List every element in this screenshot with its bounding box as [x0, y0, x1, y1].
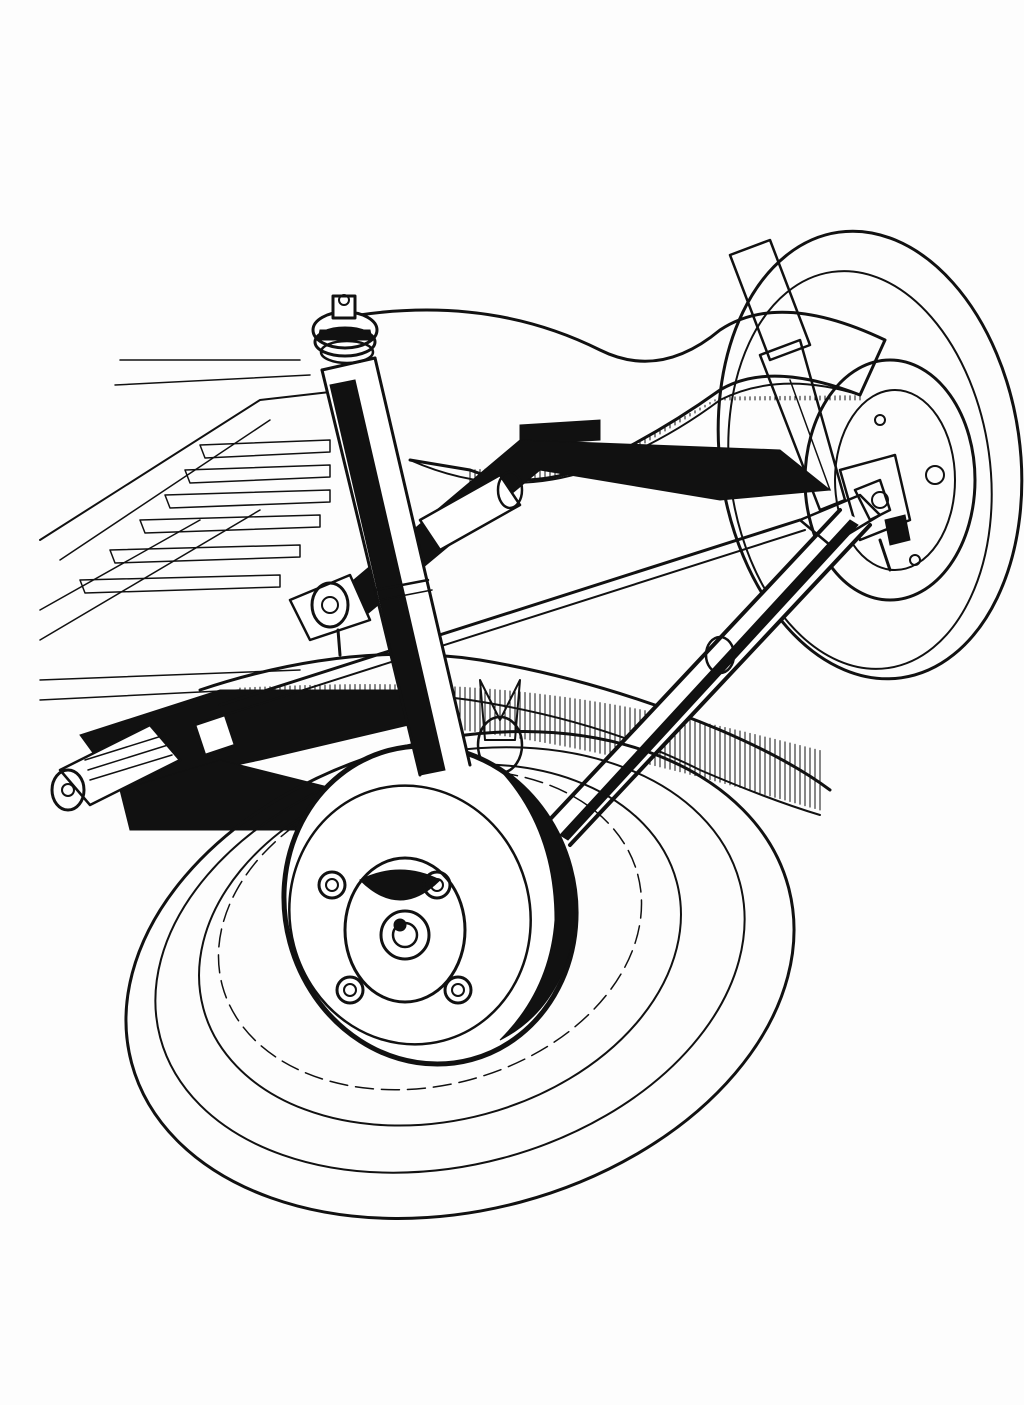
coil-spring-top-mount: [311, 294, 379, 365]
axle-spline-shaft: [50, 713, 237, 812]
wheel-hub: [343, 856, 467, 1004]
wheel-nut: [422, 870, 452, 900]
trailing-arm: [538, 478, 892, 847]
radius-rod: [218, 518, 806, 716]
floor-pan: [39, 359, 331, 701]
wheel-nuts: [317, 870, 473, 1005]
wheel-nut: [443, 975, 473, 1005]
axle-pivot-cylinder: [288, 470, 524, 657]
brake-backing-plate: [838, 453, 912, 572]
brake-drum: [281, 743, 579, 1067]
wheel-nut: [335, 975, 365, 1005]
wheel-nut: [317, 870, 347, 900]
